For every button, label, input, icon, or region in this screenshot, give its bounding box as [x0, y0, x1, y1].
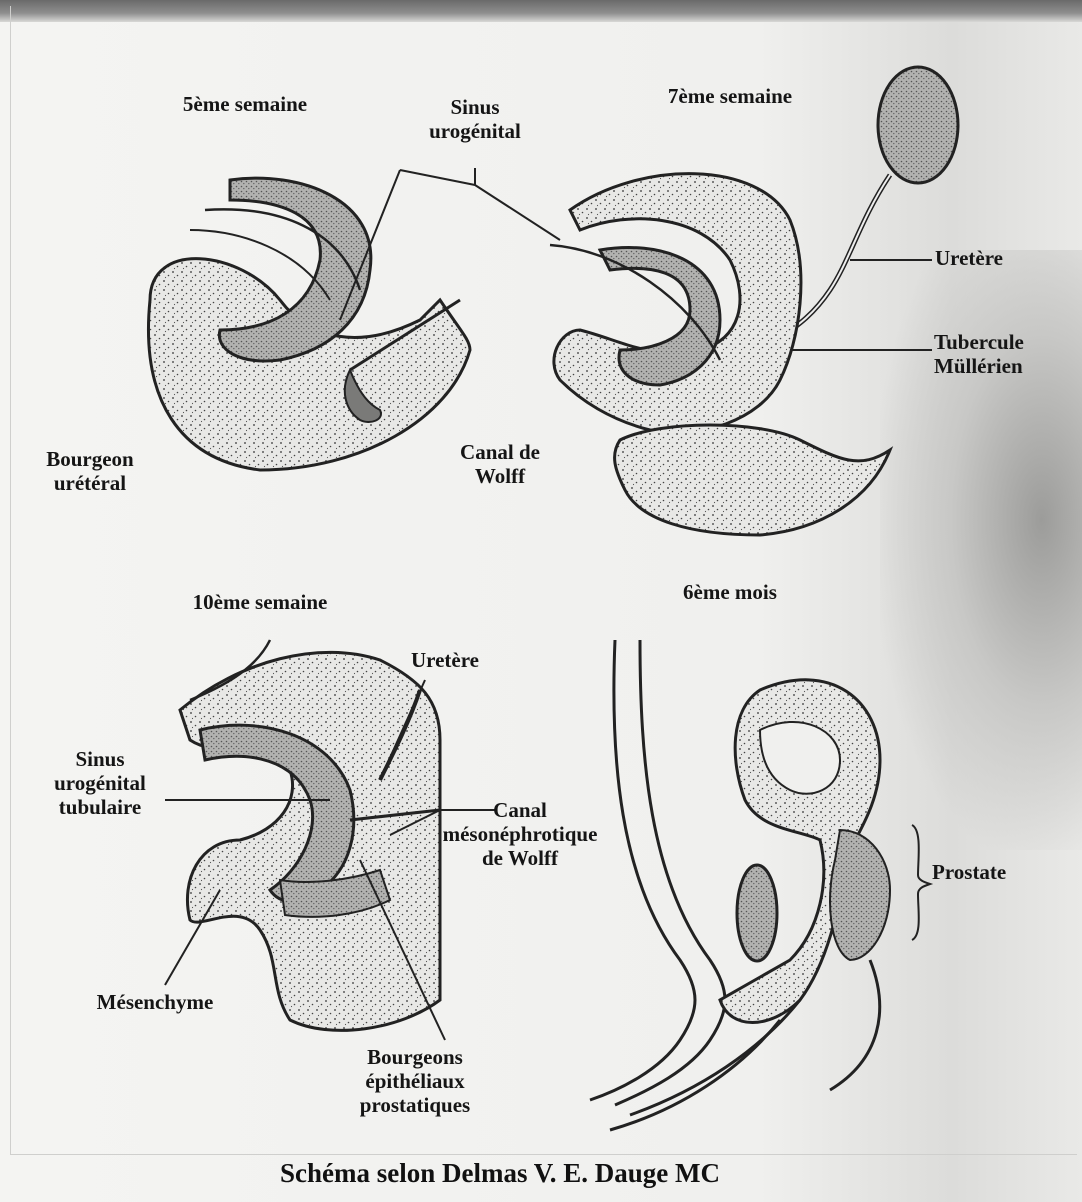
label-10eme-semaine: 10ème semaine — [160, 590, 360, 614]
label-uretere-7: Uretère — [935, 246, 1003, 270]
label-bourgeon-ureteral: Bourgeon urétéral — [30, 447, 150, 495]
figure-caption: Schéma selon Delmas V. E. Dauge MC — [0, 1158, 1000, 1189]
label-7eme-semaine: 7ème semaine — [630, 84, 830, 108]
panel-6eme-mois-drawing — [590, 640, 890, 1130]
label-mesenchyme: Mésenchyme — [70, 990, 240, 1014]
panel-7eme-semaine-drawing — [550, 67, 958, 535]
label-sinus-urogenital-tubulaire: Sinus urogénital tubulaire — [30, 747, 170, 819]
pubis-6m — [737, 865, 777, 961]
prostate-6m — [830, 830, 890, 960]
rectum-6m — [830, 960, 880, 1090]
label-bourgeons-epitheliaux: Bourgeons épithéliaux prostatiques — [340, 1045, 490, 1117]
label-uretere-10: Uretère — [390, 648, 500, 672]
abdominal-wall-6m-inner — [615, 640, 725, 1105]
label-sinus-urogenital: Sinus urogénital — [405, 95, 545, 143]
label-prostate: Prostate — [932, 860, 1006, 884]
label-canal-de-wolff: Canal de Wolff — [440, 440, 560, 488]
label-canal-mesonephrotique: Canal mésonéphrotique de Wolff — [415, 798, 625, 870]
lower-7 — [615, 425, 890, 535]
label-6eme-mois: 6ème mois — [660, 580, 800, 604]
panel-10eme-semaine-drawing — [180, 640, 440, 1030]
panel-5eme-semaine-drawing — [148, 178, 470, 470]
label-5eme-semaine: 5ème semaine — [160, 92, 330, 116]
label-tubercule-mullerien: Tubercule Müllérien — [934, 330, 1024, 378]
kidney-7 — [878, 67, 958, 183]
